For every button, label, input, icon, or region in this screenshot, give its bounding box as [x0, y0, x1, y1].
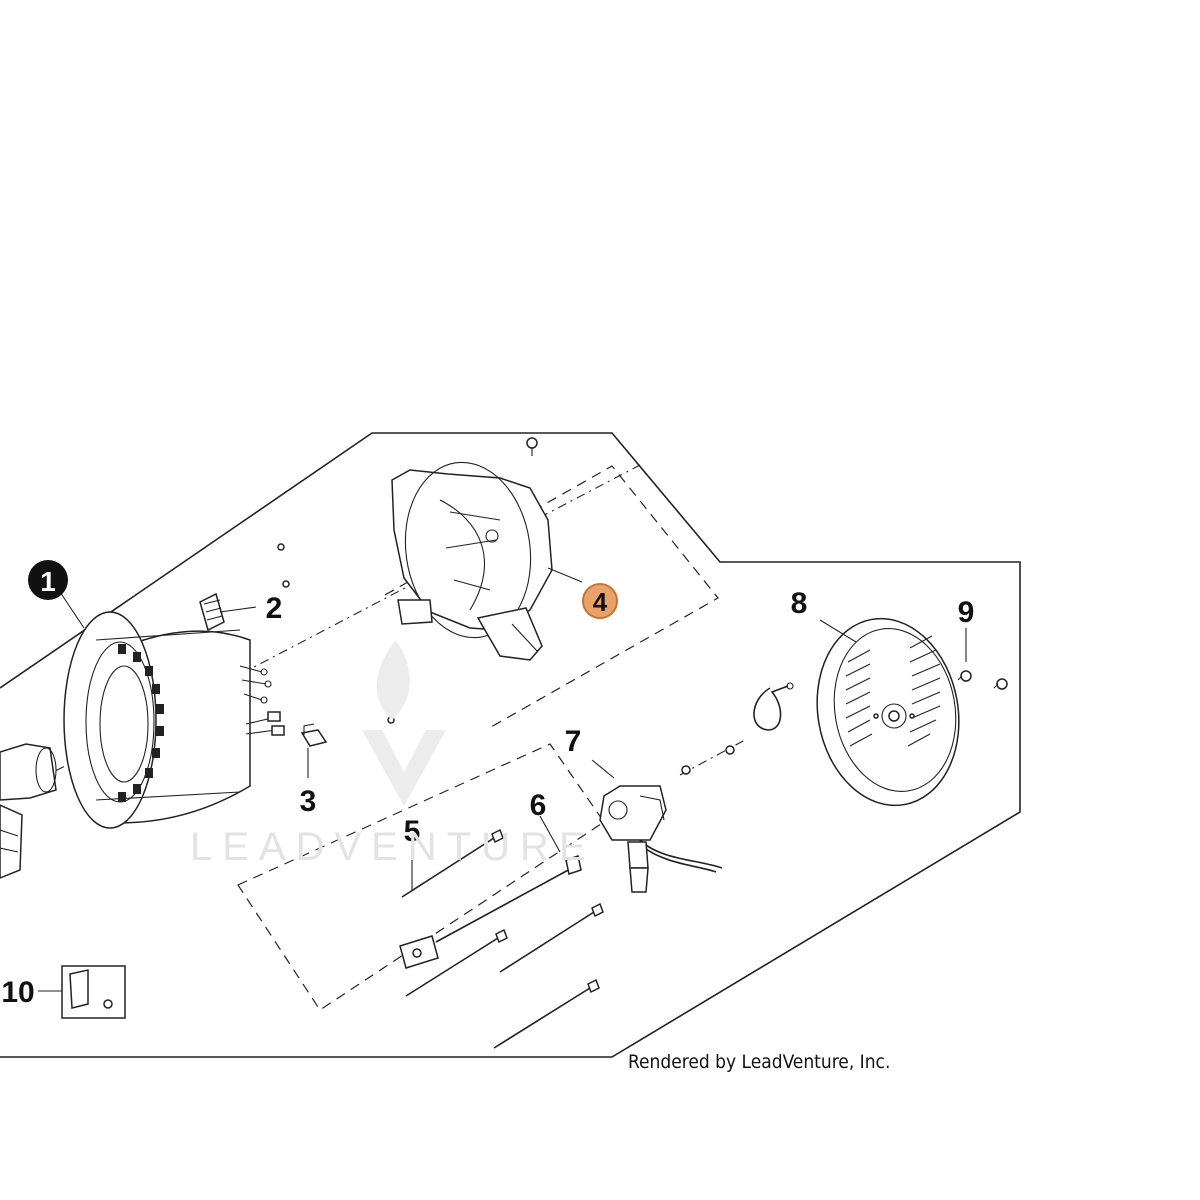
fan-cover-slots — [845, 635, 941, 747]
lower-dashed-group — [237, 743, 605, 1011]
callout-7[interactable]: 7 — [565, 725, 582, 758]
callout-10[interactable]: 10 — [1, 976, 34, 1009]
label-kit-part[interactable] — [61, 965, 126, 1019]
callout-4-selected[interactable]: 4 — [582, 583, 618, 619]
cover-screws-part[interactable] — [957, 670, 1008, 690]
callout-5[interactable]: 5 — [404, 815, 421, 848]
clip-part[interactable] — [300, 723, 328, 747]
svg-text:LEADVENTURE: LEADVENTURE — [190, 825, 596, 869]
svg-text:1: 1 — [40, 566, 56, 597]
regulator-screws — [681, 745, 735, 775]
fan-cover-part[interactable] — [803, 607, 974, 816]
rear-housing-part[interactable] — [391, 454, 553, 661]
fastener-axis-line — [679, 739, 746, 776]
brush-holder-part[interactable] — [199, 592, 225, 632]
upper-dashed-group — [384, 465, 719, 728]
svg-text:4: 4 — [593, 587, 608, 617]
leadventure-watermark: LEADVENTURE — [190, 640, 596, 869]
callout-9[interactable]: 9 — [958, 596, 975, 629]
engine-shaft-part — [0, 743, 57, 879]
callout-6[interactable]: 6 — [530, 789, 547, 822]
regulator-part[interactable] — [599, 785, 723, 893]
assembly-boundary — [0, 432, 1021, 1058]
render-credit: Rendered by LeadVenture, Inc. — [628, 1051, 890, 1073]
through-bolts-part[interactable] — [399, 828, 604, 1049]
callout-1[interactable]: 1 — [28, 560, 68, 600]
housing-bolt — [526, 437, 538, 456]
callout-3[interactable]: 3 — [300, 785, 317, 818]
callout-8[interactable]: 8 — [791, 587, 808, 620]
callout-2[interactable]: 2 — [266, 592, 283, 625]
cable-tie — [753, 682, 794, 731]
stator-teeth — [118, 644, 164, 802]
small-screws — [277, 543, 395, 724]
leader-lines — [38, 567, 967, 992]
stator-part[interactable] — [63, 611, 285, 829]
